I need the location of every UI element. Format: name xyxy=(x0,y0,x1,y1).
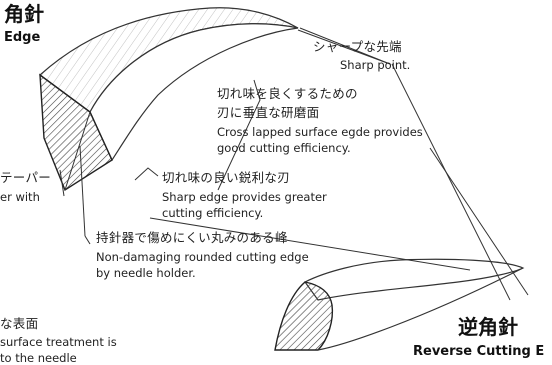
sharp-edge-label-en: Sharp edge provides greater xyxy=(162,190,327,204)
surface-label-en: surface treatment is xyxy=(0,335,117,349)
sharp-point-label-en: Sharp point. xyxy=(340,58,411,72)
needle-side-face xyxy=(89,23,299,162)
sharp-point-label-jp: シャープな先端 xyxy=(313,39,402,54)
sharp-edge-label-jp: 切れ味の良い鋭利な刃 xyxy=(162,170,291,185)
surface-label-jp: な表面 xyxy=(0,316,39,331)
reverse-needle-body xyxy=(304,258,525,301)
cutting-needle-illustration xyxy=(39,7,299,192)
taper-label-en: er with xyxy=(0,190,40,204)
rounded-edge-label-jp: 持針器で傷めにくい丸みのある峰 xyxy=(96,230,288,245)
lapped-surface-label-jp-2: 刃に垂直な研磨面 xyxy=(217,105,320,120)
rounded-edge-label-en: Non-damaging rounded cutting edge xyxy=(96,250,309,264)
lapped-surface-label-jp: 切れ味を良くするための xyxy=(217,86,358,101)
leader-lines xyxy=(59,27,529,301)
surface-label-en-2: to the needle xyxy=(0,351,77,365)
needle-cross-section xyxy=(39,73,113,192)
sharp-edge-label-en-2: cutting efficiency. xyxy=(162,206,264,220)
rounded-edge-label-en-2: by needle holder. xyxy=(96,266,196,280)
reverse-cutting-title-jp: 逆角針 xyxy=(458,315,518,339)
cutting-needle-title-en: Edge xyxy=(4,30,41,45)
lapped-surface-label-en-2: good cutting efficiency. xyxy=(217,141,351,155)
reverse-cutting-title-en: Reverse Cutting E xyxy=(413,344,545,359)
lapped-surface-label-en: Cross lapped surface egde provides xyxy=(217,125,423,139)
reverse-needle-cross-section xyxy=(274,281,334,351)
taper-label-jp: テーパー xyxy=(0,170,52,185)
cutting-needle-title-jp: 角針 xyxy=(4,2,44,26)
